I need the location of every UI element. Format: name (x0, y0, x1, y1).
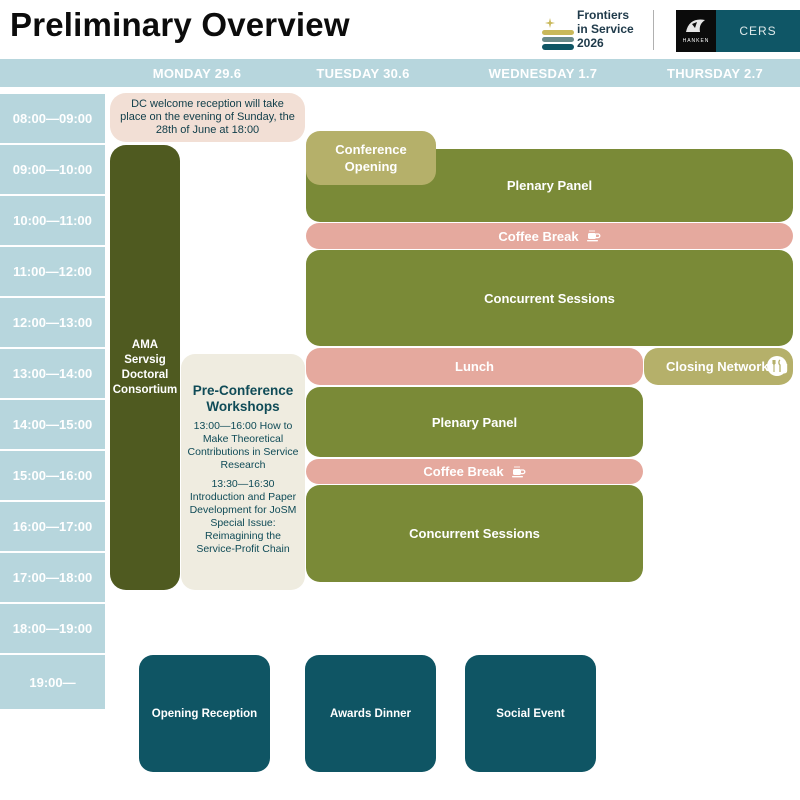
coffee-break-label: Coffee Break (498, 228, 579, 244)
closing-networking-block: Closing Networking (644, 348, 793, 385)
workshop-2: 13:30—16:30 Introduction and Paper Devel… (189, 477, 297, 555)
concurrent-sessions-block-1: Concurrent Sessions (306, 250, 793, 346)
time-slot: 19:00— (0, 655, 105, 709)
coffee-cup-icon (511, 465, 526, 477)
day-header-thursday: THURSDAY 2.7 (666, 65, 764, 81)
hanken-emblem-icon (686, 19, 705, 32)
frontiers-logo-icon (542, 18, 574, 50)
coffee-break-block-2: Coffee Break (306, 459, 643, 484)
coffee-cup-icon (586, 230, 601, 242)
time-slot: 14:00—15:00 (0, 400, 105, 449)
fork-knife-icon (767, 356, 787, 376)
coffee-break-block-1: Coffee Break (306, 223, 793, 249)
time-slot: 09:00—10:00 (0, 145, 105, 194)
day-header-wednesday: WEDNESDAY 1.7 (488, 65, 598, 81)
time-slot: 17:00—18:00 (0, 553, 105, 602)
dc-welcome-note: DC welcome reception will take place on … (110, 93, 305, 142)
time-slot: 10:00—11:00 (0, 196, 105, 245)
conference-opening-block: Conference Opening (306, 131, 436, 185)
doctoral-consortium-block: AMA Servsig Doctoral Consortium (110, 145, 180, 590)
time-slot: 15:00—16:00 (0, 451, 105, 500)
cers-logo: CERS (716, 10, 800, 52)
page-title: Preliminary Overview (10, 6, 350, 43)
day-header-tuesday: TUESDAY 30.6 (316, 65, 410, 81)
day-header-monday: MONDAY 29.6 (152, 65, 242, 81)
time-slot: 12:00—13:00 (0, 298, 105, 347)
time-slot: 18:00—19:00 (0, 604, 105, 653)
hanken-logo: HANKEN (676, 10, 716, 52)
opening-reception-block: Opening Reception (139, 655, 270, 772)
logo-divider (653, 10, 654, 50)
awards-dinner-block: Awards Dinner (305, 655, 436, 772)
time-slot: 08:00—09:00 (0, 94, 105, 143)
hanken-logo-text: HANKEN (682, 38, 710, 44)
lunch-block: Lunch (306, 348, 643, 385)
concurrent-sessions-block-2: Concurrent Sessions (306, 485, 643, 582)
plenary-panel-label: Plenary Panel (506, 178, 593, 193)
time-slot: 11:00—12:00 (0, 247, 105, 296)
social-event-block: Social Event (465, 655, 596, 772)
day-header-band (0, 59, 800, 87)
plenary-panel-block-2: Plenary Panel (306, 387, 643, 457)
workshop-1: 13:00—16:00 How to Make Theoretical Cont… (187, 419, 299, 471)
closing-networking-label: Closing Networking (666, 359, 789, 374)
time-slot: 13:00—14:00 (0, 349, 105, 398)
coffee-break-label: Coffee Break (423, 464, 504, 479)
frontiers-logo-text: Frontiers in Service 2026 (577, 8, 634, 50)
time-slot: 16:00—17:00 (0, 502, 105, 551)
pre-conference-workshops-block: Pre-Conference Workshops 13:00—16:00 How… (181, 354, 305, 590)
workshops-title: Pre-Conference Workshops (192, 382, 294, 414)
